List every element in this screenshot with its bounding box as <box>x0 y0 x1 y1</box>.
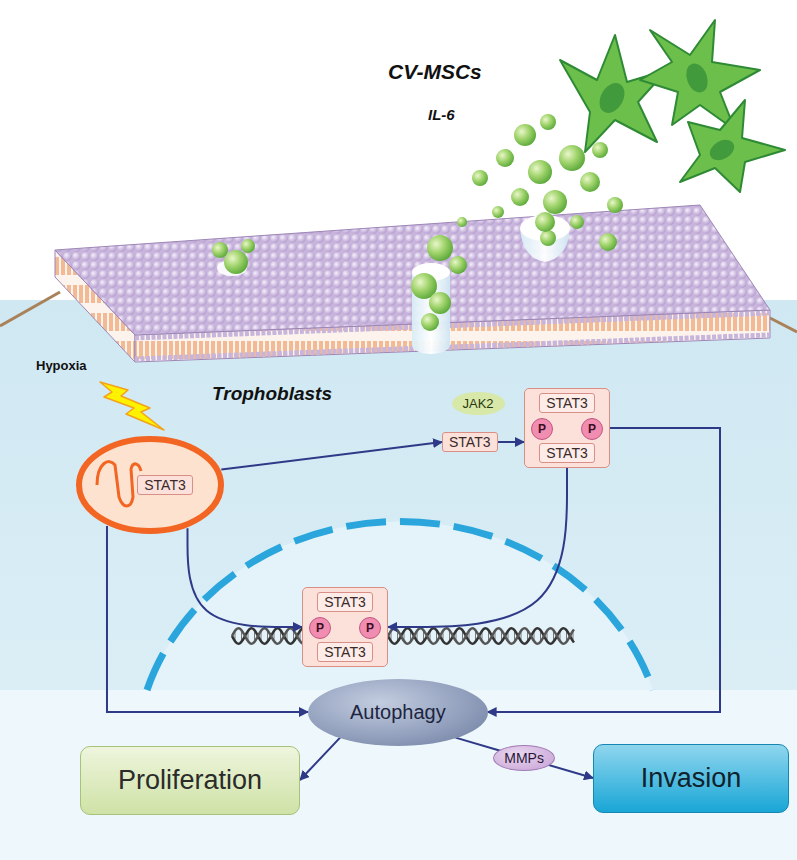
il6-particle <box>511 188 529 206</box>
cell-background <box>770 318 797 332</box>
cell-background <box>0 690 797 860</box>
cv-msc-cell <box>680 100 785 192</box>
cv-msc-cell <box>560 35 667 152</box>
node-text: STAT3 <box>539 443 595 463</box>
cv-msc-cell <box>560 20 785 192</box>
il6-particle <box>592 142 608 158</box>
cell-membrane <box>55 205 770 362</box>
molecule-label: IL-6 <box>428 106 455 123</box>
il6-particle <box>457 217 467 227</box>
cell-background <box>0 300 797 690</box>
il6-particle <box>514 124 536 146</box>
signal-arrow <box>498 441 525 443</box>
il6-particle <box>543 190 567 214</box>
jak2-oval: JAK2 <box>452 392 505 415</box>
il6-particle <box>492 206 504 218</box>
node-text: STAT3 <box>539 393 595 413</box>
node-text: STAT3 <box>449 434 491 450</box>
il6-particle <box>212 242 228 258</box>
phospho-circle: P <box>309 617 331 639</box>
il6-particle <box>535 212 555 232</box>
node-text: P <box>366 621 374 635</box>
membrane-channel <box>217 215 570 354</box>
cell-background <box>0 292 60 326</box>
il6-particle <box>421 313 439 331</box>
il6-particle <box>496 149 514 167</box>
autophagy-oval: Autophagy <box>308 679 488 746</box>
signal-arrow <box>300 738 340 780</box>
outcome-box: Proliferation <box>80 746 300 815</box>
node-text: P <box>316 621 324 635</box>
node-text: STAT3 <box>317 642 373 662</box>
il6-particle <box>570 215 584 229</box>
nuclear-envelope <box>147 521 653 690</box>
mitochondrion-cristae <box>97 462 141 506</box>
membrane-channel <box>412 272 450 354</box>
node-text: Autophagy <box>350 701 446 724</box>
node-text: Proliferation <box>95 765 285 796</box>
stat3-dimer: PPSTAT3STAT3 <box>524 388 610 468</box>
cv-msc-cell <box>594 79 629 118</box>
phospho-circle: P <box>531 418 553 440</box>
il6-particle <box>540 230 556 246</box>
cell-label: Trophoblasts <box>212 383 332 405</box>
outcome-box: Invasion <box>593 744 789 813</box>
cv-msc-cell <box>682 60 711 95</box>
il6-particle <box>449 256 467 274</box>
edge-label: MMPs <box>493 745 555 771</box>
phospho-circle: P <box>581 418 603 440</box>
node-text: Invasion <box>608 763 774 794</box>
il6-particle <box>241 239 255 253</box>
dna-strand <box>232 628 574 643</box>
mitochondrion-outline <box>79 439 221 531</box>
dna-helix <box>232 628 574 643</box>
il6-particle <box>472 170 488 186</box>
phospho-circle: P <box>359 617 381 639</box>
il6-particle <box>599 233 617 251</box>
il6-particle <box>212 114 623 331</box>
il6-particle <box>528 160 552 184</box>
il6-particle <box>429 292 451 314</box>
stat3-dimer: PPSTAT3STAT3 <box>302 587 388 667</box>
node-text: JAK2 <box>463 396 494 411</box>
stat3-box: STAT3 <box>442 432 498 452</box>
signal-arrow <box>388 468 567 627</box>
il6-particle <box>607 197 623 213</box>
hypoxia-bolt <box>100 382 164 430</box>
signal-arrow <box>188 528 303 627</box>
il6-particle <box>427 235 453 261</box>
il6-particle <box>540 114 556 130</box>
signal-arrow <box>107 526 308 712</box>
signal-arrow <box>221 442 442 470</box>
il6-particle <box>224 250 248 274</box>
cell-background <box>0 292 797 860</box>
il6-particle <box>580 172 600 192</box>
il6-particle <box>559 145 585 171</box>
node-text: P <box>538 422 546 436</box>
dna-strand <box>232 628 574 643</box>
node-text: P <box>588 422 596 436</box>
cell-background <box>147 521 653 690</box>
cell-label: CV-MSCs <box>388 60 482 84</box>
node-text: STAT3 <box>317 592 373 612</box>
node-text: STAT3 <box>137 475 193 495</box>
cv-msc-cell <box>706 136 738 165</box>
signal-arrow <box>488 428 720 712</box>
cell-membrane <box>135 335 770 359</box>
stimulus-label: Hypoxia <box>36 358 87 373</box>
signal-arrow <box>456 738 593 778</box>
mitochondrion: STAT3 <box>75 435 225 535</box>
